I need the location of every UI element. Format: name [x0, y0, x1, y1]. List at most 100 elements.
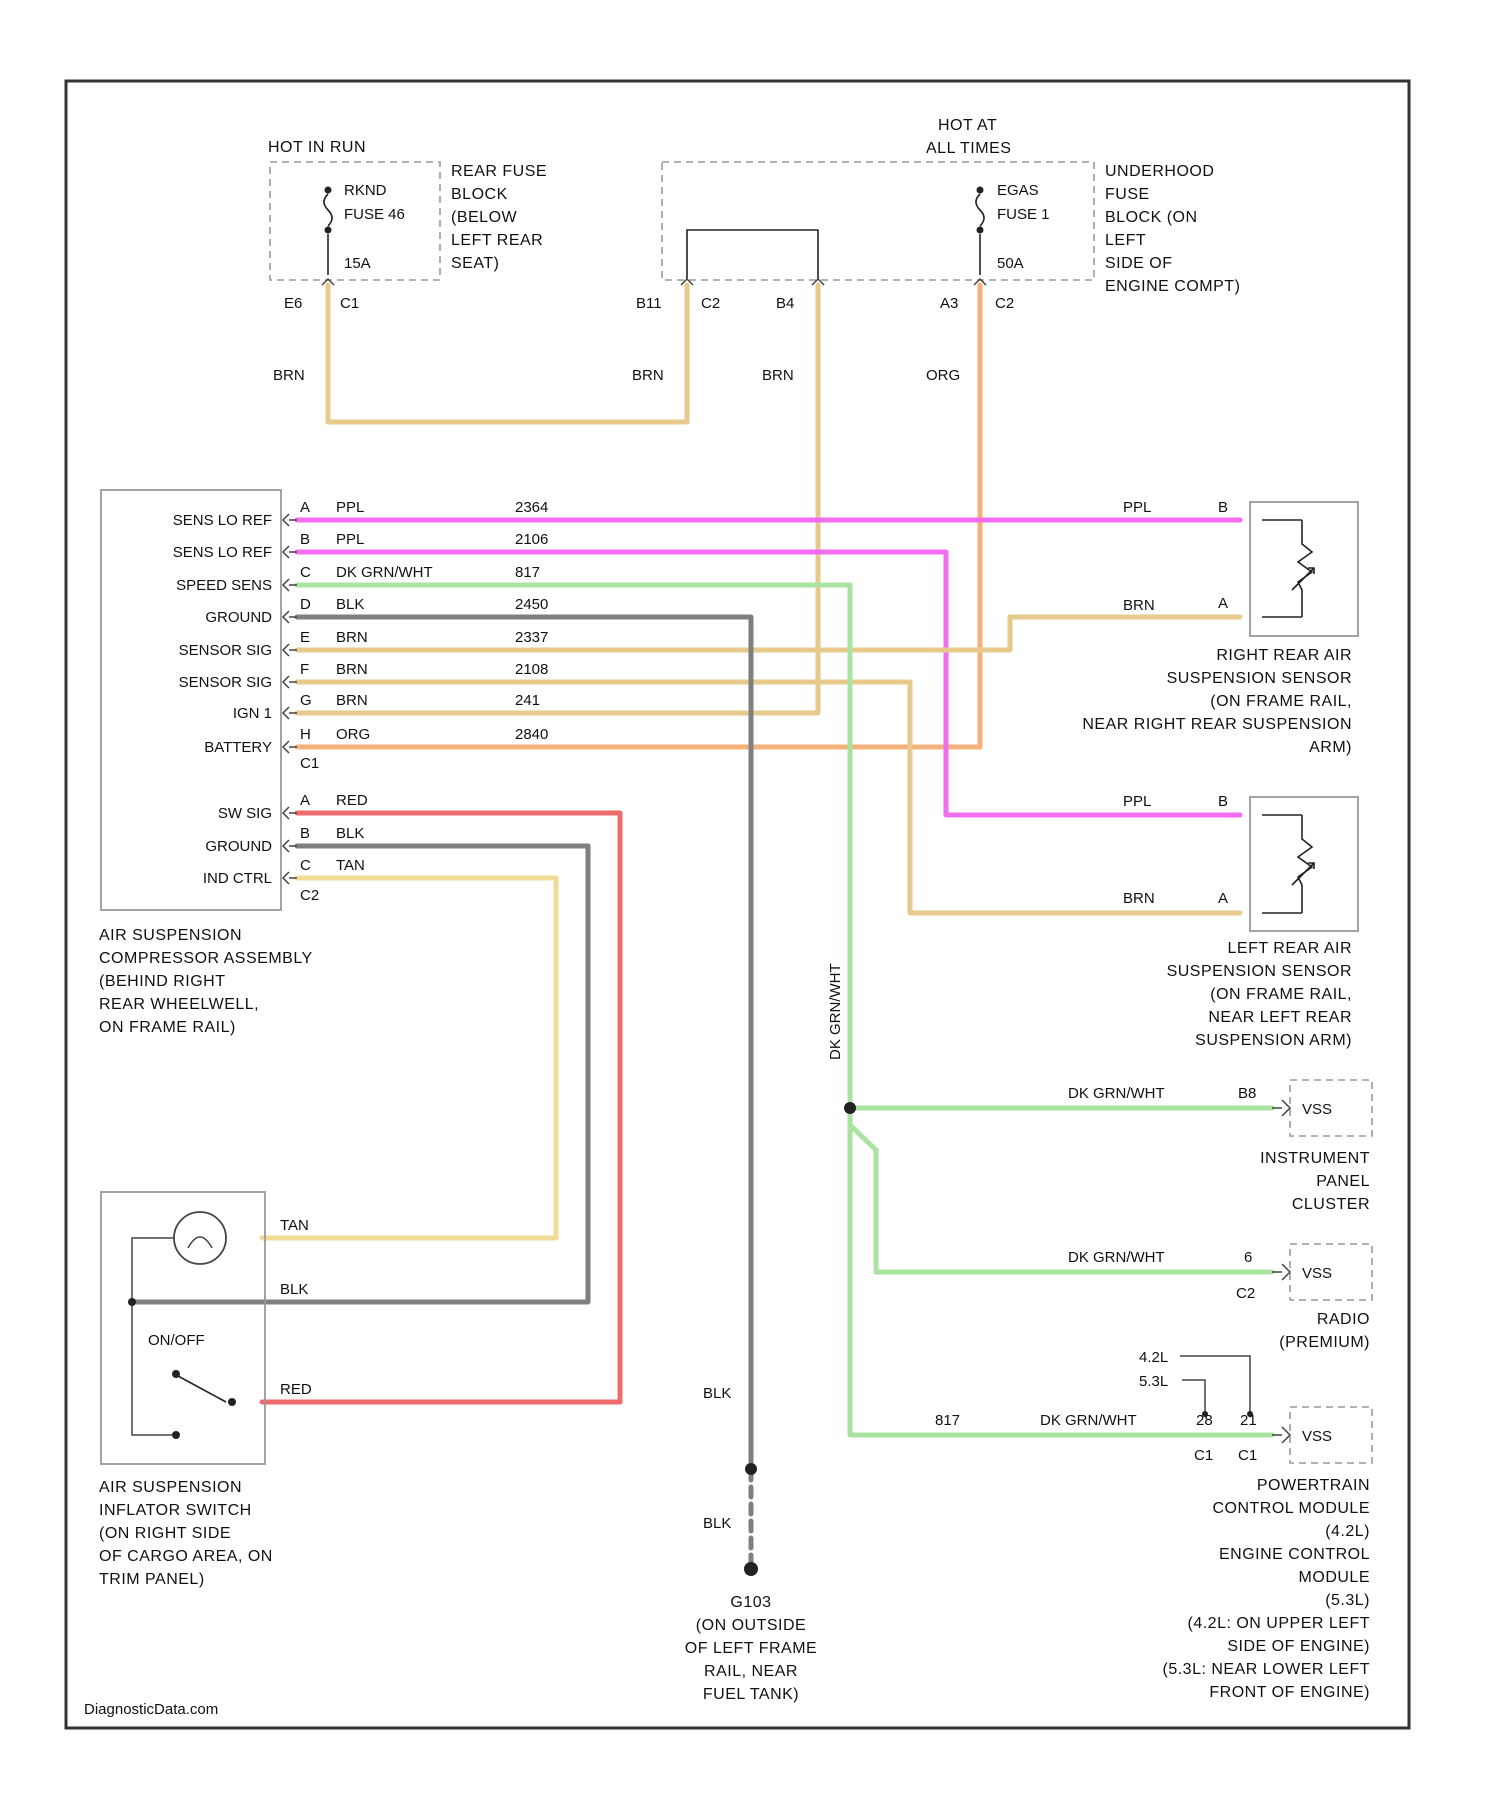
- label-brn-left: BRN: [1123, 890, 1155, 907]
- compressor-pin-name: SENS LO REF: [173, 512, 272, 529]
- inflator-switch-box: [101, 1192, 265, 1464]
- underhood-fuse-symbol: [976, 187, 984, 276]
- pcm-pin-28: 28: [1196, 1412, 1213, 1429]
- radio-pin: 6: [1244, 1249, 1252, 1266]
- label-dkgrn-vertical: DK GRN/WHT: [827, 963, 844, 1060]
- left-sensor-pin-b: B: [1218, 793, 1228, 810]
- compressor-terminal: [283, 514, 297, 526]
- uh-terminal-b4: B4: [776, 295, 794, 312]
- compressor-pin-circuit: 2450: [515, 596, 548, 613]
- svg-text:SUSPENSION SENSOR: SUSPENSION SENSOR: [1167, 670, 1352, 687]
- svg-text:(BELOW: (BELOW: [451, 209, 518, 226]
- label-red-switch: RED: [280, 1381, 312, 1398]
- switch-internal-ground: [132, 1302, 172, 1435]
- svg-text:ENGINE CONTROL: ENGINE CONTROL: [1219, 1546, 1370, 1563]
- svg-text:AIR SUSPENSION: AIR SUSPENSION: [99, 927, 242, 944]
- compressor-terminal: [283, 611, 297, 623]
- svg-text:ON FRAME RAIL): ON FRAME RAIL): [99, 1019, 236, 1036]
- svg-text:ALL TIMES: ALL TIMES: [926, 140, 1011, 157]
- svg-text:NEAR RIGHT REAR SUSPENSION: NEAR RIGHT REAR SUSPENSION: [1082, 716, 1352, 733]
- ground-g103-label: G103 (ON OUTSIDE OF LEFT FRAME RAIL, NEA…: [685, 1594, 817, 1703]
- pcm-engine-select-42: [1180, 1356, 1250, 1412]
- uh-terminal-a3-conn: C2: [995, 295, 1014, 312]
- compressor-pin-circuit: 2840: [515, 726, 548, 743]
- svg-text:(5.3L: NEAR LOWER LEFT: (5.3L: NEAR LOWER LEFT: [1163, 1661, 1371, 1678]
- compressor-pin-name: GROUND: [205, 838, 272, 855]
- wire-blk-switch-ground: [132, 846, 588, 1302]
- svg-text:RAIL, NEAR: RAIL, NEAR: [704, 1663, 798, 1680]
- underhood-fuse-amps: 50A: [997, 255, 1024, 272]
- rear-fuse-name: RKND: [344, 182, 387, 199]
- compressor-pin-color: TAN: [336, 857, 365, 874]
- radio-conn: C2: [1236, 1285, 1255, 1302]
- svg-text:FUEL TANK): FUEL TANK): [703, 1686, 799, 1703]
- underhood-fuse-block-label: UNDERHOOD FUSE BLOCK (ON LEFT SIDE OF EN…: [1105, 163, 1240, 295]
- underhood-fuse-number: FUSE 1: [997, 206, 1050, 223]
- svg-text:SIDE OF: SIDE OF: [1105, 255, 1173, 272]
- pcm-eng-53: 5.3L: [1139, 1373, 1168, 1390]
- rear-terminal-conn: C1: [340, 295, 359, 312]
- pcm-pin-21: 21: [1240, 1412, 1257, 1429]
- ipc-pin: B8: [1238, 1085, 1256, 1102]
- compressor-pin-name: SENSOR SIG: [179, 642, 272, 659]
- svg-text:(4.2L): (4.2L): [1325, 1523, 1370, 1540]
- switch-internal-lamp-ground: [132, 1238, 174, 1302]
- svg-text:SEAT): SEAT): [451, 255, 499, 272]
- label-brn-3: BRN: [762, 367, 794, 384]
- label-dkgrn-radio: DK GRN/WHT: [1068, 1249, 1165, 1266]
- svg-text:G103: G103: [730, 1594, 771, 1611]
- svg-text:POWERTRAIN: POWERTRAIN: [1257, 1477, 1370, 1494]
- svg-text:(BEHIND RIGHT: (BEHIND RIGHT: [99, 973, 226, 990]
- compressor-terminal: [283, 676, 297, 688]
- compressor-pin-letter: C: [300, 564, 311, 581]
- compressor-pin-color: BRN: [336, 692, 368, 709]
- uh-terminal-a3: A3: [940, 295, 958, 312]
- right-sensor-box: [1250, 502, 1358, 636]
- svg-text:SUSPENSION SENSOR: SUSPENSION SENSOR: [1167, 963, 1352, 980]
- compressor-pin-circuit: 2108: [515, 661, 548, 678]
- label-dkgrn-ipc: DK GRN/WHT: [1068, 1085, 1165, 1102]
- compressor-terminal: [283, 579, 297, 591]
- label-ppl-right: PPL: [1123, 499, 1151, 516]
- compressor-pin-letter: A: [300, 499, 310, 516]
- label-brn-2: BRN: [632, 367, 664, 384]
- compressor-pin-letter: B: [300, 531, 310, 548]
- compressor-pin-letter: F: [300, 661, 309, 678]
- label-brn-1: BRN: [273, 367, 305, 384]
- svg-text:REAR FUSE: REAR FUSE: [451, 163, 547, 180]
- label-blk-ground: BLK: [703, 1385, 731, 1402]
- rear-fuse-number: FUSE 46: [344, 206, 405, 223]
- svg-text:(4.2L: ON UPPER LEFT: (4.2L: ON UPPER LEFT: [1188, 1615, 1371, 1632]
- ipc-label: INSTRUMENT PANEL CLUSTER: [1260, 1150, 1370, 1213]
- inflator-switch-label: AIR SUSPENSION INFLATOR SWITCH (ON RIGHT…: [99, 1479, 273, 1588]
- svg-text:INFLATOR SWITCH: INFLATOR SWITCH: [99, 1502, 252, 1519]
- svg-text:FRONT OF ENGINE): FRONT OF ENGINE): [1209, 1684, 1370, 1701]
- left-sensor-label: LEFT REAR AIR SUSPENSION SENSOR (ON FRAM…: [1167, 940, 1352, 1049]
- pcm-label: POWERTRAIN CONTROL MODULE (4.2L) ENGINE …: [1163, 1477, 1371, 1701]
- svg-text:(ON FRAME RAIL,: (ON FRAME RAIL,: [1210, 986, 1352, 1003]
- compressor-pin-color: PPL: [336, 499, 364, 516]
- svg-text:ARM): ARM): [1309, 739, 1352, 756]
- svg-text:FUSE: FUSE: [1105, 186, 1150, 203]
- radio-vss: VSS: [1272, 1244, 1372, 1300]
- pcm-vss: VSS: [1272, 1407, 1372, 1463]
- right-sensor-label: RIGHT REAR AIR SUSPENSION SENSOR (ON FRA…: [1082, 647, 1352, 756]
- compressor-pin-color: BRN: [336, 629, 368, 646]
- label-pcm-circuit: 817: [935, 1412, 960, 1429]
- wire-dkgrn-radio: [850, 1125, 1272, 1272]
- hot-at-all-times-label: HOT AT ALL TIMES: [926, 117, 1011, 157]
- compressor-pin-name: SENSOR SIG: [179, 674, 272, 691]
- rear-fuse-symbol: [324, 187, 332, 276]
- compressor-pin-color: ORG: [336, 726, 370, 743]
- svg-text:VSS: VSS: [1302, 1428, 1332, 1445]
- compressor-label: AIR SUSPENSION COMPRESSOR ASSEMBLY (BEHI…: [99, 927, 313, 1036]
- compressor-pin-letter: B: [300, 825, 310, 842]
- svg-text:HOT AT: HOT AT: [938, 117, 997, 134]
- compressor-pin-name: GROUND: [205, 609, 272, 626]
- right-sensor-arrow: [1292, 568, 1314, 590]
- svg-text:PANEL: PANEL: [1316, 1173, 1370, 1190]
- compressor-pin-name: SENS LO REF: [173, 544, 272, 561]
- compressor-terminal: [283, 807, 297, 819]
- compressor-pin-color: RED: [336, 792, 368, 809]
